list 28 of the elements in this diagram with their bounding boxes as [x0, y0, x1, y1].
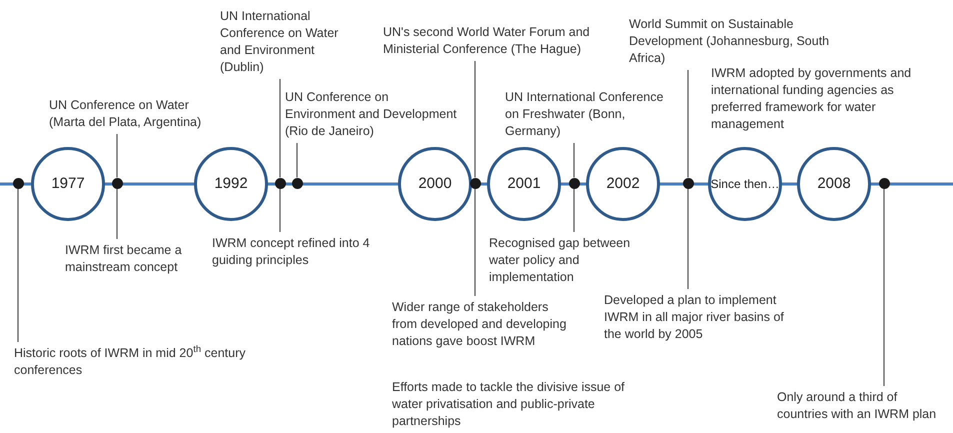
leader-line [17, 188, 19, 342]
leader-line [474, 61, 476, 178]
event-text: IWRM first became a mainstream concept [65, 242, 200, 276]
leader-line [687, 70, 689, 178]
event-text: UN International Conference on Freshwater (Bonn, Germany) [505, 89, 665, 140]
event-text: IWRM concept refined into 4 guiding principles [212, 235, 387, 269]
event-text: UN Conference on Water (Marta del Plata, Argentina) [49, 97, 219, 131]
leader-line [474, 188, 476, 296]
event-text: UN International Conference on Water and Environment (Dublin) [220, 8, 355, 76]
note-text: Efforts made to tackle the divisive issue of water privatisation and public-private partnerships [392, 379, 626, 430]
event-text: Historic roots of IWRM in mid 20$^{th}$ century conferences [14, 345, 269, 379]
event-text: UN's second World Water Forum and Ministerial Conference (The Hague) [383, 24, 608, 58]
leader-line [296, 143, 298, 178]
leader-line [116, 188, 118, 239]
leader-line [116, 134, 118, 178]
event-text: UN Conference on Environment and Development (Rio de Janeiro) [285, 89, 457, 140]
leader-line [687, 188, 689, 289]
leader-line [883, 188, 885, 386]
leader-line [279, 188, 281, 232]
event-text: Only around a third of countries with an IWRM plan [777, 389, 949, 423]
event-text: Wider range of stakeholders from developed and developing nations gave boost IWRM [392, 299, 572, 350]
event-text: Developed a plan to implement IWRM in all major river basins of the world by 2005 [604, 292, 794, 343]
leader-line [279, 79, 281, 178]
leader-line [573, 188, 575, 232]
leader-line [573, 143, 575, 178]
note-text: IWRM adopted by governments and international funding agencies as preferred framework for water management [711, 65, 912, 133]
event-text: Recognised gap between water policy and implementation [489, 235, 659, 286]
event-text: World Summit on Sustainable Development (Johannesburg, South Africa) [629, 16, 854, 67]
